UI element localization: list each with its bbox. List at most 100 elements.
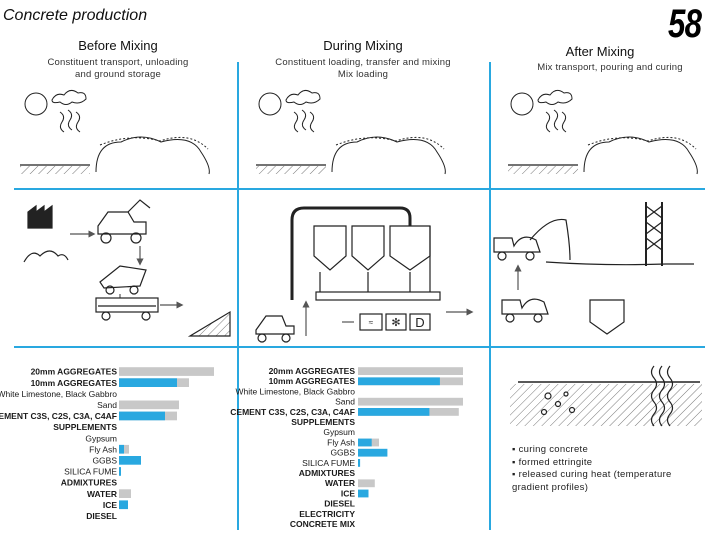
page-number: 58 <box>668 2 702 46</box>
bar-blue <box>119 500 128 510</box>
bar-blue <box>119 444 124 454</box>
sun-icon <box>258 92 282 116</box>
pump-boom-icon <box>529 218 571 261</box>
bar-category-label: 10mm AGGREGATES <box>31 378 118 388</box>
column-heading-before-mixing: Before Mixing <box>78 38 158 53</box>
bar-category-label: Gypsum <box>85 433 117 443</box>
grid-lines <box>14 62 705 530</box>
bar-category-label: Gypsum <box>323 427 355 437</box>
bar-category-label: ADMIXTURES <box>299 468 356 478</box>
bar-category-label: WATER <box>87 489 117 499</box>
bar-gray <box>119 367 214 376</box>
bar-category-label: Sand <box>335 397 355 407</box>
bar-category-label: SUPPLEMENTS <box>291 417 355 427</box>
column-heading-after-mixing: After Mixing <box>565 44 635 59</box>
bar-blue <box>358 377 440 386</box>
bar-gray <box>119 400 179 410</box>
bar-category-label: ICE <box>103 500 118 510</box>
bar-category-label: DIESEL <box>86 511 117 521</box>
bar-blue <box>358 408 430 416</box>
transfer-pipe <box>290 206 412 300</box>
snowflake-icon: ✻ <box>391 317 400 329</box>
dump-truck-icon <box>99 265 147 289</box>
cloud-icon <box>285 89 321 105</box>
bar-blue <box>358 489 369 498</box>
bar-category-label: CEMENT C3S, C2S, C3A, C4AF <box>230 407 355 417</box>
bar-category-label: 10mm AGGREGATES <box>269 376 356 386</box>
bar-category-label: 20mm AGGREGATES <box>269 366 356 376</box>
formwork-shape <box>589 299 625 335</box>
mixer-truck-icon <box>493 236 541 253</box>
description-line: Mix transport, pouring and curing <box>537 62 683 73</box>
wind-icon <box>545 109 567 133</box>
heat-wave-icon <box>650 365 658 427</box>
bar-category-label: SILICA FUME <box>64 467 117 477</box>
tanker-truck-icon <box>95 297 159 313</box>
note-item: ▪ released curing heat (temperature grad… <box>512 469 672 493</box>
description-line: Mix loading <box>337 69 389 80</box>
bar-category-label: SILICA FUME <box>302 458 355 468</box>
sand-box-label: D <box>415 315 424 330</box>
column-description-after-mixing: Mix transport, pouring and curing <box>505 62 715 74</box>
description-line: and ground storage <box>75 69 161 80</box>
bar-gray <box>358 397 463 406</box>
description-line: Constituent loading, transfer and mixing <box>275 57 451 68</box>
column-heading-during-mixing: During Mixing <box>323 38 403 53</box>
weather-strip-after <box>508 89 698 175</box>
sun-icon <box>24 92 48 116</box>
bar-blue <box>358 438 372 447</box>
silo-icon <box>351 225 385 271</box>
svg-text:≈: ≈ <box>369 318 374 327</box>
silo-icon <box>389 225 431 271</box>
wind-icon <box>59 109 81 133</box>
excavator-icon <box>97 211 147 235</box>
column-description-before-mixing: Constituent transport, unloading and gro… <box>18 57 218 81</box>
bar-blue <box>358 448 388 457</box>
bar-category-label: ELECTRICITY <box>299 509 355 519</box>
bar-category-label: CEMENT C3S, C2S, C3A, C4AF <box>0 411 117 421</box>
silo-icon <box>313 225 347 271</box>
water-box <box>359 313 383 331</box>
note-item: ▪ curing concrete <box>512 444 589 455</box>
ice-box <box>385 313 407 331</box>
bar-blue <box>119 456 141 465</box>
bar-gray <box>119 489 131 498</box>
cloud-icon <box>537 89 573 105</box>
stockpile-icon <box>187 310 231 337</box>
weather-strip-before <box>20 89 210 175</box>
process-before-mixing <box>23 199 231 337</box>
bar-category-label: White Limestone, Black Gabbro <box>235 386 355 396</box>
page-title: Concrete production <box>3 7 148 24</box>
curing-notes: ▪ curing concrete ▪ formed ettringite ▪ … <box>512 444 692 494</box>
factory-icon <box>27 204 53 229</box>
curing-concrete-section <box>510 384 702 426</box>
bar-category-label: 20mm AGGREGATES <box>31 367 118 377</box>
bar-category-label: SUPPLEMENTS <box>53 422 117 432</box>
bar-category-label: GGBS <box>330 448 355 458</box>
bar-category-label: DIESEL <box>324 499 355 509</box>
bar-category-label: ICE <box>341 488 356 498</box>
sand-box <box>409 313 431 331</box>
bar-blue <box>358 459 361 467</box>
bar-category-label: WATER <box>325 478 355 488</box>
weather-strip-during <box>256 89 446 175</box>
heat-wave-icon <box>666 365 674 427</box>
cloud-icon <box>51 89 87 105</box>
bar-blue <box>119 467 121 476</box>
mixer-truck-icon <box>501 298 549 315</box>
note-item: ▪ formed ettringite <box>512 456 593 468</box>
bar-category-label: Fly Ash <box>327 437 355 447</box>
process-after-mixing <box>493 202 702 427</box>
bar-gray <box>358 367 463 375</box>
conveyor <box>315 291 441 301</box>
bar-category-label: GGBS <box>92 455 117 465</box>
heat-wave-icon <box>658 365 666 427</box>
bar-gray <box>358 479 375 488</box>
process-during-mixing: ≈ ✻ D <box>255 206 474 343</box>
excavator-icon <box>255 315 295 335</box>
description-line: Constituent transport, unloading <box>47 57 189 68</box>
bar-category-label: Fly Ash <box>89 444 117 454</box>
